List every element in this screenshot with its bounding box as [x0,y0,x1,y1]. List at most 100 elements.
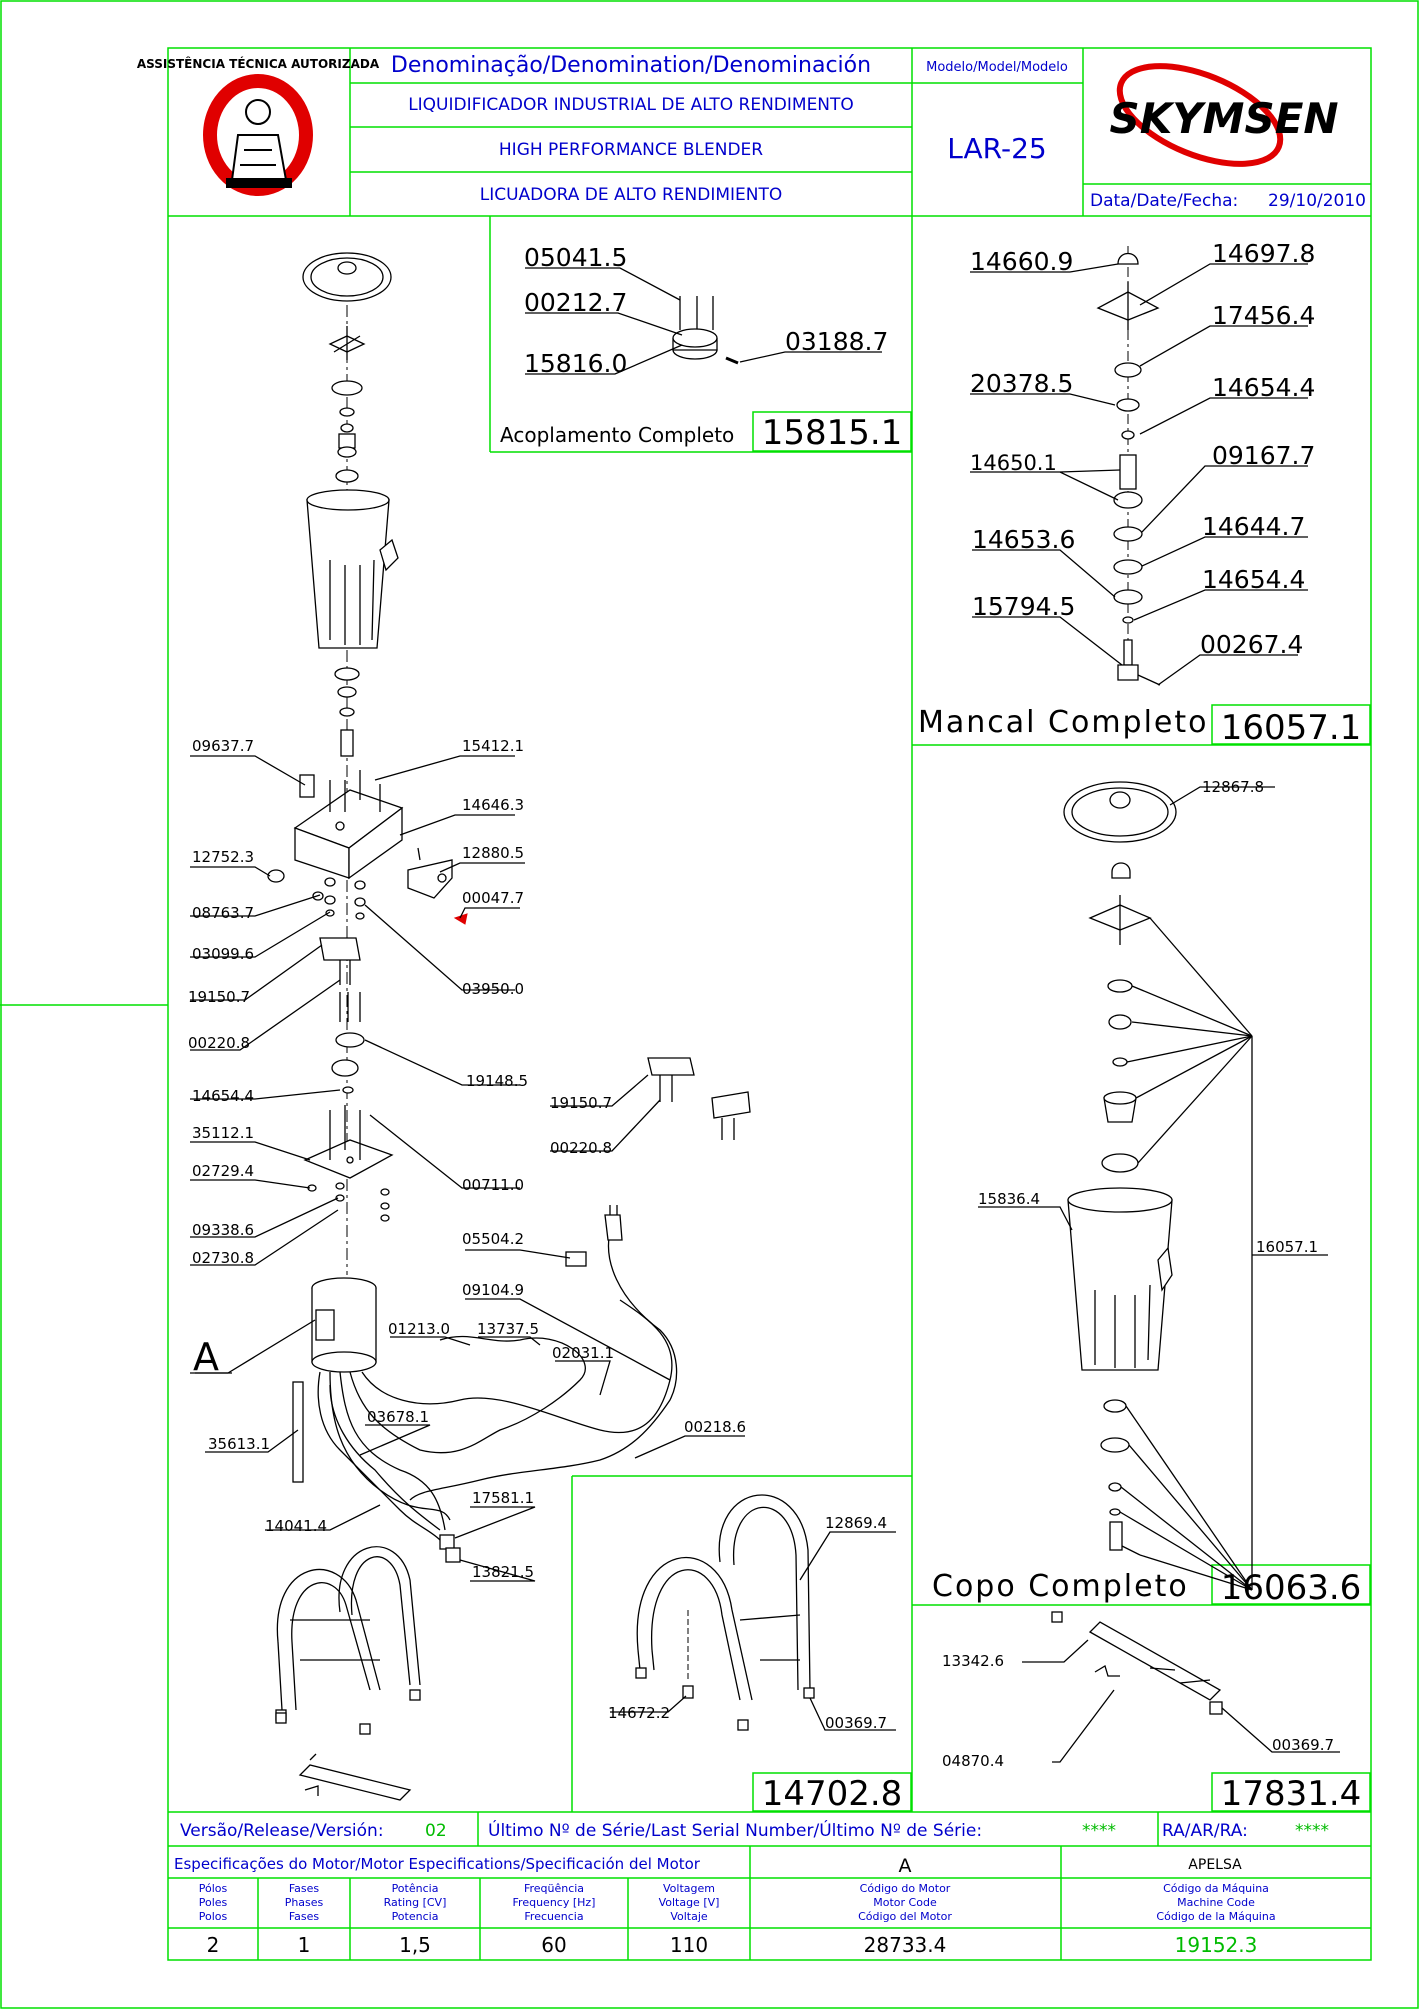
header-power-pt: Potência [392,1882,439,1895]
part-03188-7-label: 03188.7 [785,327,888,356]
part-35613-1-label: 35613.1 [208,1435,270,1453]
brand-name: SKYMSEN [1109,94,1338,143]
ra-label: RA/AR/RA: [1162,1821,1248,1841]
header-motor-code-es: Código del Motor [858,1910,952,1923]
part-20378-5-label: 20378.5 [970,369,1073,398]
version-label: Versão/Release/Versión: [180,1821,384,1841]
value-voltage: 110 [670,1933,708,1957]
part-14650-1-label: 14650.1 [970,451,1057,475]
header-freq-en: Frequency [Hz] [513,1896,596,1909]
part-09338-6-label: 09338.6 [192,1221,254,1239]
bearing-assembly-view: 14660.9 14697.8 17456.4 20378.5 14654.4 … [918,239,1361,748]
value-machine-code: 19152.3 [1175,1933,1258,1957]
serial-label: Último Nº de Série/Last Serial Number/Úl… [488,1819,982,1841]
stand-code: 14702.8 [762,1774,903,1814]
header-machine-code-en: Machine Code [1177,1896,1255,1909]
coupling-code: 15815.1 [762,413,903,453]
title-block: ASSISTÊNCIA TÉCNICA AUTORIZADA Denominaç… [137,53,1366,213]
part-14654-4-label: 14654.4 [192,1087,254,1105]
part-19150-7-secondary-label: 19150.7 [550,1094,612,1112]
header-phases-es: Fases [289,1910,320,1923]
part-02031-1-label: 02031.1 [552,1344,614,1362]
header-machine-code-pt: Código da Máquina [1163,1882,1269,1895]
serial-value: **** [1082,1821,1116,1841]
value-phases: 1 [298,1933,311,1957]
header-freq-es: Frecuencia [524,1910,583,1923]
coupling-title: Acoplamento Completo [500,423,734,447]
header-freq-pt: Freqüência [524,1882,584,1895]
value-poles: 2 [207,1933,220,1957]
part-00220-8-secondary-label: 00220.8 [550,1139,612,1157]
bearing-code: 16057.1 [1221,708,1362,748]
cup-code: 16063.6 [1221,1568,1362,1608]
motor-maker: APELSA [1188,1857,1242,1873]
part-16057-1-label: 16057.1 [1256,1238,1318,1256]
stand-assembly-view: 12869.4 14672.2 00369.7 14702.8 [608,1494,903,1814]
part-00047-7-label: 00047.7 [462,889,524,907]
model-code: LAR-25 [947,132,1046,165]
version-value: 02 [425,1821,447,1841]
cup-title: Copo Completo [932,1569,1189,1604]
part-17581-1-label: 17581.1 [472,1489,534,1507]
header-poles-pt: Pólos [199,1882,228,1895]
header-power-es: Potencia [392,1910,439,1923]
header-volt-es: Voltaje [670,1910,708,1923]
bearing-title: Mancal Completo [918,705,1209,740]
part-00220-8-label: 00220.8 [188,1034,250,1052]
ra-value: **** [1295,1821,1329,1841]
part-02729-4-label: 02729.4 [192,1162,254,1180]
part-12867-8-label: 12867.8 [1202,778,1264,796]
part-00218-6-label: 00218.6 [684,1418,746,1436]
motor-letter: A [899,1855,912,1877]
part-03678-1-label: 03678.1 [367,1408,429,1426]
part-14654-4-secondary-label: 14654.4 [1202,565,1305,594]
cup-assembly-view: 12867.8 15836.4 16057.1 Copo Completo 16… [932,778,1361,1608]
model-label: Modelo/Model/Modelo [926,60,1068,75]
product-name-en: HIGH PERFORMANCE BLENDER [499,140,763,160]
header-volt-pt: Voltagem [663,1882,715,1895]
part-17456-4-label: 17456.4 [1212,301,1315,330]
value-motor-code: 28733.4 [864,1933,947,1957]
part-08763-7-label: 08763.7 [192,904,254,922]
part-15816-0-label: 15816.0 [524,349,627,378]
part-35112-1-label: 35112.1 [192,1124,254,1142]
part-01213-0-label: 01213.0 [388,1320,450,1338]
part-03950-0-label: 03950.0 [462,980,524,998]
authorized-service-seal: ASSISTÊNCIA TÉCNICA AUTORIZADA [137,53,380,213]
part-14654-4-label: 14654.4 [1212,373,1315,402]
date-value: 29/10/2010 [1268,191,1366,211]
part-09637-7-label: 09637.7 [192,737,254,755]
part-09167-7-label: 09167.7 [1212,441,1315,470]
header-poles-es: Polos [199,1910,228,1923]
part-12869-4-label: 12869.4 [825,1514,887,1532]
part-09104-9-label: 09104.9 [462,1281,524,1299]
part-14660-9-label: 14660.9 [970,247,1073,276]
date-label: Data/Date/Fecha: [1090,191,1238,211]
part-05504-2-label: 05504.2 [462,1230,524,1248]
part-02730-8-label: 02730.8 [192,1249,254,1267]
part-14041-4-label: 14041.4 [265,1517,327,1535]
part-15412-1-label: 15412.1 [462,737,524,755]
header-motor-code-pt: Código do Motor [860,1882,951,1895]
header-volt-en: Voltage [V] [659,1896,720,1909]
part-12880-5-label: 12880.5 [462,844,524,862]
part-15794-5-label: 15794.5 [972,592,1075,621]
part-03099-6-label: 03099.6 [192,945,254,963]
part-13342-6-label: 13342.6 [942,1652,1004,1670]
part-13821-5-label: 13821.5 [472,1563,534,1581]
seal-text: ASSISTÊNCIA TÉCNICA AUTORIZADA [137,56,380,71]
part-00267-4-label: 00267.4 [1200,630,1303,659]
brand-logo: SKYMSEN [1109,63,1339,167]
foot-assembly-view: 13342.6 04870.4 00369.7 17831.4 [942,1611,1361,1814]
part-00369-7-label: 00369.7 [825,1714,887,1732]
main-exploded-view: 09637.7 15412.1 14646.3 12752.3 12880.5 … [188,252,751,1801]
header-power-en: Rating [CV] [384,1896,447,1909]
part-14672-2-label: 14672.2 [608,1704,670,1722]
part-12752-3-label: 12752.3 [192,848,254,866]
motor-spec-label: Especificações do Motor/Motor Especifica… [174,1855,701,1873]
part-00369-7-foot-label: 00369.7 [1272,1736,1334,1754]
footer-block: Versão/Release/Versión: 02 Último Nº de … [174,1819,1329,1957]
header-motor-code-en: Motor Code [873,1896,937,1909]
